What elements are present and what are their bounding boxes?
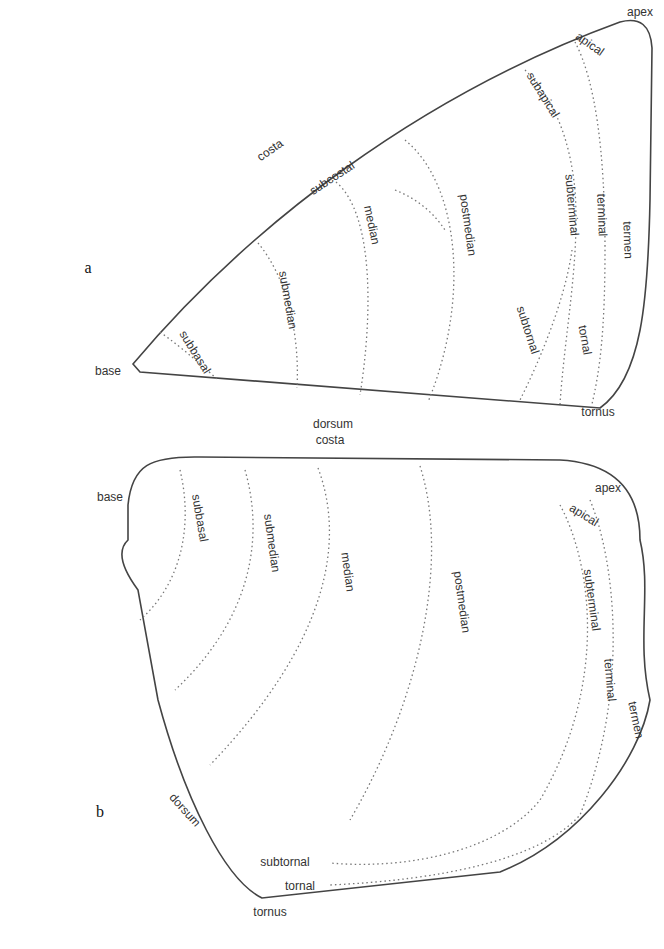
wing-region-label: tornal [285, 880, 315, 892]
wing-region-label: subterminal [563, 174, 580, 237]
wing-region-label: submedian [277, 270, 299, 330]
forewing-outline [133, 20, 652, 408]
wing-region-label: costa [316, 434, 345, 446]
wing-region-label: median [362, 205, 382, 246]
wing-region-label: base [95, 365, 121, 377]
wing-region-label: costa [255, 137, 285, 163]
wing-region-label: tornus [253, 906, 286, 918]
wing-region-label: terminal [595, 193, 608, 236]
wing-region-label: apical [568, 502, 601, 529]
wing-region-label: termen [626, 700, 646, 739]
wing-zone-lines [140, 42, 613, 885]
wing-region-label: median [339, 552, 356, 593]
wing-region-label: postmedian [458, 193, 479, 256]
wing-region-label: subcostal [307, 159, 356, 197]
wing-region-label: subapical [524, 70, 561, 119]
figure-letter: a [84, 260, 91, 276]
wing-region-label: subterminal [582, 568, 603, 631]
figure-letter: b [96, 804, 104, 820]
wing-region-label: postmedian [452, 570, 473, 633]
wing-region-label: apex [595, 482, 621, 494]
wing-region-label: dorsum [313, 418, 353, 430]
wing-region-label: terminal [602, 658, 618, 702]
wing-region-label: apex [627, 6, 653, 18]
wing-region-label: subtornal [515, 305, 542, 356]
hindwing-outline [122, 457, 650, 898]
wing-outline [122, 20, 652, 898]
wing-region-label: tornus [581, 406, 614, 418]
wing-region-label: subbasal [177, 328, 213, 375]
wing-region-label: subbasal [190, 493, 210, 542]
wing-region-label: base [97, 491, 123, 503]
wing-region-label: subtornal [260, 856, 309, 868]
wing-region-label: tornal [576, 324, 593, 356]
wing-region-label: termen [621, 221, 634, 259]
wing-region-label: submedian [262, 513, 282, 573]
